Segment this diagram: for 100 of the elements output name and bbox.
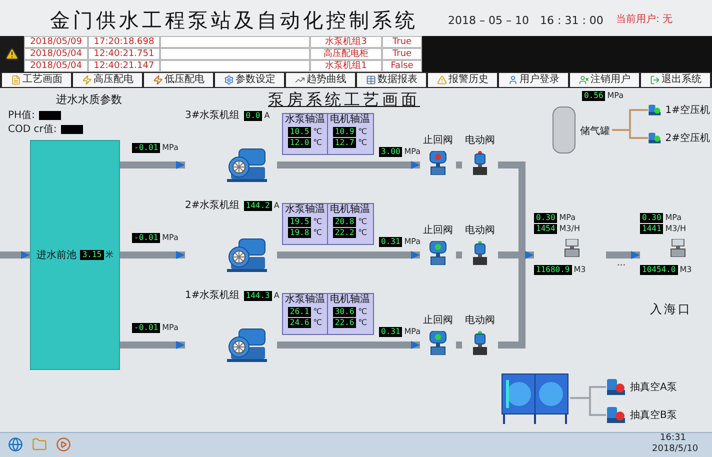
unit-label: M3/H	[559, 224, 580, 234]
alarm-text: 水泵机组3	[310, 36, 382, 48]
valve-label: 电动阀	[465, 315, 495, 327]
value-display: 10.9	[332, 127, 356, 137]
unit-label: MPa	[665, 213, 682, 223]
column-header: 水泵轴温	[285, 204, 325, 216]
column-header: 电机轴温	[330, 294, 370, 306]
unit-label: ℃	[313, 138, 322, 148]
pipe	[456, 342, 462, 348]
temperature-panel	[282, 203, 374, 245]
unit-label: MPa	[404, 237, 421, 247]
pipe	[0, 251, 30, 259]
value-display: 0.31	[379, 237, 402, 247]
unit-label: ℃	[358, 228, 368, 238]
value-display: 22.6	[332, 318, 356, 328]
user-status: 当前用户: 无	[616, 12, 673, 27]
value-display: 12.7	[332, 138, 356, 148]
pump-label: 1#水泵机组	[185, 289, 240, 303]
unit-label: ℃	[313, 228, 322, 238]
valve-label: 电动阀	[465, 225, 495, 237]
value-display: 0.0	[244, 111, 262, 121]
pipe	[120, 341, 185, 349]
title: 金门供水工程泵站及自动化控制系统	[50, 7, 418, 34]
unit-label: A	[264, 111, 270, 121]
tank-label: 进水前池	[36, 248, 76, 262]
pipe	[277, 161, 420, 169]
column-header: 电机轴温	[330, 204, 370, 216]
unit-label: ℃	[358, 127, 368, 137]
unit-label: ℃	[313, 127, 322, 137]
date-text: 2018 – 05 – 10	[448, 13, 529, 29]
unit-label: M3	[680, 265, 692, 275]
value-display: -0.01	[132, 233, 160, 243]
pipe	[277, 251, 420, 259]
column-header: 水泵轴温	[285, 294, 325, 306]
alarm-text: 12:40:21.751	[88, 48, 160, 60]
value-display: 3.15	[80, 250, 104, 260]
unit-label: MPa	[162, 143, 178, 153]
menu-button: 低压配电	[144, 73, 213, 87]
value-display: 26.1	[288, 307, 312, 317]
clock-date: 2018/5/10	[652, 444, 698, 455]
pipe	[456, 162, 462, 168]
intake-tank	[30, 140, 120, 370]
value-display: 0.31	[379, 327, 402, 337]
value-display: 19.5	[288, 217, 312, 227]
value-display: 10454.0	[640, 265, 678, 275]
pipe-line	[612, 129, 648, 139]
pump-label: 2#水泵机组	[185, 199, 240, 213]
alarm-text: False	[382, 60, 422, 72]
value-display: 10.5	[288, 127, 312, 137]
pipe	[456, 252, 462, 258]
menu-button: 参数设定	[215, 73, 284, 87]
unit-label: A	[274, 291, 280, 301]
unit-label: MPa	[162, 233, 178, 243]
menu-button: 报警历史	[428, 73, 497, 87]
alarm-text: True	[382, 48, 422, 60]
column-header: 水泵轴温	[285, 114, 325, 126]
menu-button: 趋势曲线	[286, 73, 355, 87]
parameter-label: PH值:	[8, 109, 35, 123]
value-display: 144.3	[244, 291, 272, 301]
unit-label: ℃	[358, 217, 368, 227]
menu-button: 高压配电	[73, 73, 142, 87]
value-display: 3.00	[379, 147, 402, 157]
value-display: 30.6	[332, 307, 356, 317]
menu-button: 注销用户	[570, 73, 639, 87]
unit-label: ℃	[313, 318, 322, 328]
value-display: -0.01	[132, 323, 160, 333]
alarm-text: True	[382, 36, 422, 48]
pump-label: 1#空压机	[665, 104, 710, 118]
menu-button: 数据报表	[357, 73, 426, 87]
pipe-line	[570, 397, 606, 416]
alarm-text: 水泵机组1	[310, 60, 382, 72]
value-display: 12.0	[288, 138, 312, 148]
unit-label: ℃	[358, 318, 368, 328]
value-display: 0.30	[640, 213, 664, 223]
valve-label: 止回阀	[423, 225, 453, 237]
value-display: 144.2	[244, 201, 272, 211]
column-header: 电机轴温	[330, 114, 370, 126]
value-display: 24.6	[288, 318, 312, 328]
menu-button: 用户登录	[499, 73, 568, 87]
unit-label: MPa	[404, 327, 421, 337]
unit-label: M3/H	[665, 224, 686, 234]
tank-label: 储气罐	[580, 124, 610, 139]
value-display: 22.2	[332, 228, 356, 238]
value-display: 20.8	[332, 217, 356, 227]
alarm-text: 2018/05/04	[24, 48, 88, 60]
pipe	[606, 251, 640, 259]
unit-label: ℃	[313, 307, 322, 317]
alarm-text: 高压配电柜	[310, 48, 382, 60]
temperature-panel	[282, 293, 374, 335]
unit-label: A	[274, 201, 280, 211]
value-display: 0.56	[582, 91, 606, 101]
valve-label: 止回阀	[423, 315, 453, 327]
time-text: 16 : 31 : 00	[540, 13, 604, 29]
clock-time: 16:31	[660, 433, 686, 444]
value-display: 11680.9	[534, 265, 572, 275]
value-display: 19.8	[288, 228, 312, 238]
value-display: 1441	[640, 224, 664, 234]
parameter-label: COD cr值:	[8, 123, 57, 137]
unit-label: ℃	[358, 307, 368, 317]
pump-label: 2#空压机	[665, 132, 710, 146]
